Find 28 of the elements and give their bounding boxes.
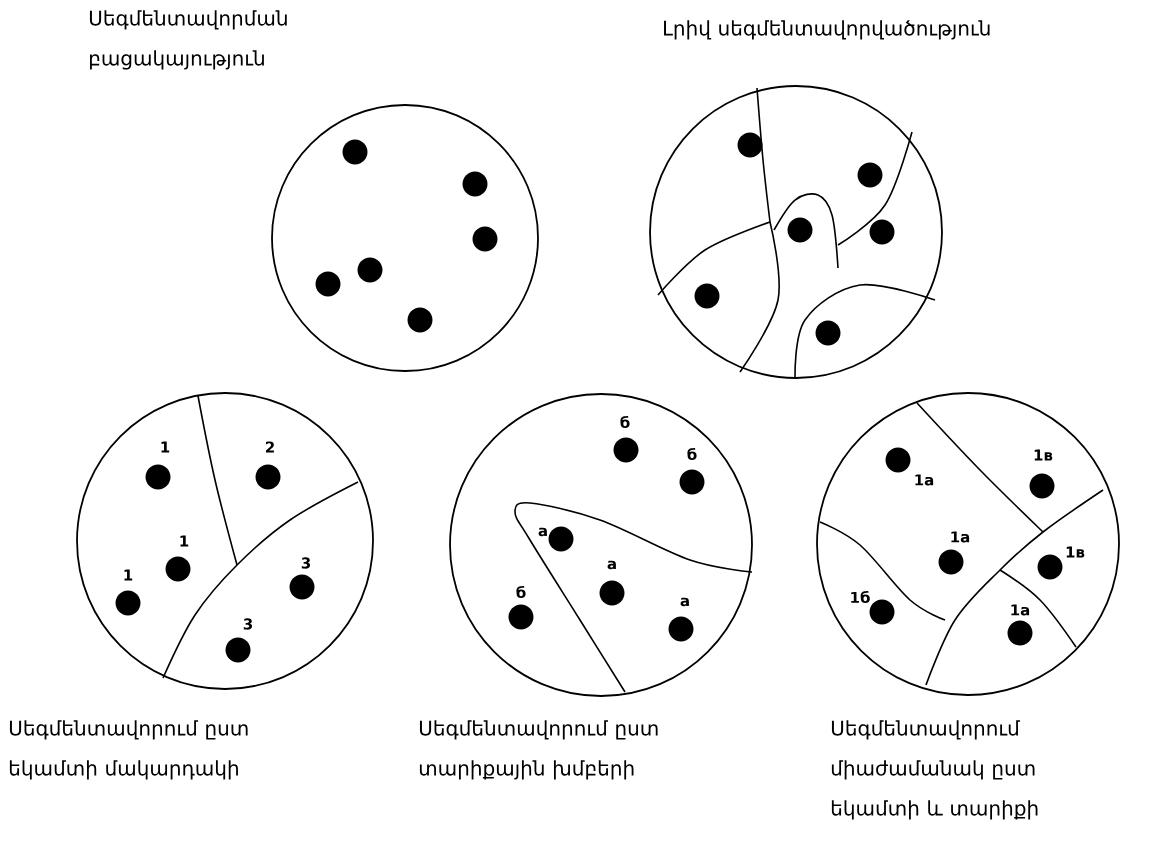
circle-caption: Սեգմենտավորում միաժամանակ ըստ եկամտի և տարիքի	[831, 720, 1038, 820]
dot-label: 1в	[1066, 546, 1085, 558]
segment-circle	[649, 85, 943, 379]
circle-caption: Սեգմենտավորում ըստ տարիքային խմբերի	[419, 720, 658, 780]
dot-label: б	[687, 447, 697, 461]
circle-caption: Սեգմենտավորման բացակայություն	[89, 10, 287, 70]
dot-label: 1	[124, 569, 133, 581]
dot-label: 2	[266, 441, 274, 453]
segment-circle	[449, 393, 753, 697]
circle-caption: Լրիվ սեգմենտավորվածություն	[664, 20, 990, 40]
dot-label: 1а	[951, 531, 970, 543]
dot-label: а	[607, 560, 616, 570]
dot-label: а	[680, 597, 689, 607]
dot-label: 3	[243, 618, 253, 630]
segment-circle	[271, 104, 539, 372]
circle-caption: Սեգմենտավորում ըստ եկամտի մակարդակի	[9, 720, 248, 780]
dot-label: 1в	[1034, 449, 1053, 461]
dot-label: 1а	[915, 474, 934, 486]
dot-label: 1	[180, 535, 189, 547]
dot-label: б	[516, 585, 526, 599]
segment-circle	[76, 392, 374, 690]
dot-label: 1	[161, 441, 170, 453]
segment-circle	[816, 392, 1120, 696]
dot-label: 1а	[1011, 604, 1030, 616]
dot-label: а	[538, 527, 547, 537]
dot-label: 3	[301, 557, 311, 569]
dot-label: б	[620, 415, 630, 429]
dot-label: 1б	[851, 590, 870, 604]
